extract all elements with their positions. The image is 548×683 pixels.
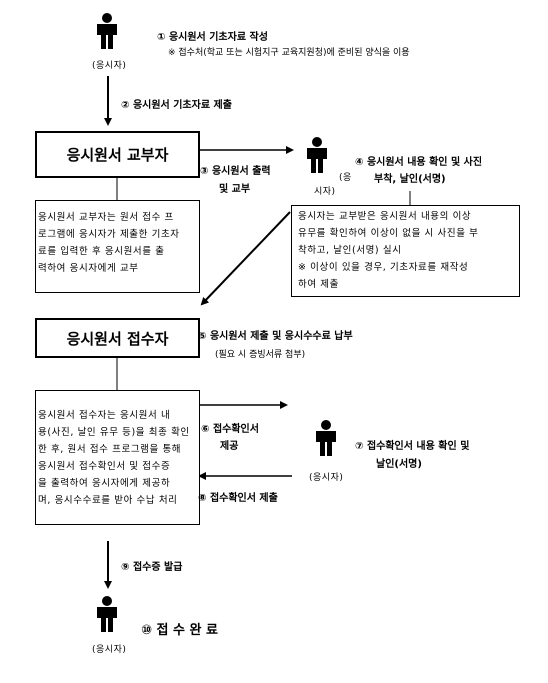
step10-label: ⑩ 접 수 완 료	[141, 623, 218, 638]
step5-label: ⑤ 응시원서 제출 및 응시수수료 납부	[198, 331, 353, 342]
applicant-check-box: 응시자는 교부받은 응시원서 내용의 이상 유무를 확인하여 이상이 없을 시 …	[291, 205, 520, 297]
step6-label-line1: ⑥ 접수확인서	[201, 424, 259, 435]
person-caption-bottom: 시자)	[314, 187, 336, 197]
step2-label: ② 응시원서 기초자료 제출	[121, 100, 232, 111]
step7-label-line1: ⑦ 접수확인서 내용 확인 및	[355, 441, 470, 452]
step8-label: ⑧ 접수확인서 제출	[198, 493, 278, 504]
receiver-title-box: 응시원서 접수자	[35, 318, 200, 358]
step5-note: (필요 시 증빙서류 첨부)	[215, 350, 306, 360]
person-icon	[316, 420, 336, 456]
person-icon	[307, 137, 327, 173]
step4-label-line2: 부착, 날인(서명)	[374, 174, 446, 185]
step3-label-line1: ③ 응시원서 출력	[200, 166, 271, 177]
step9-label: ⑨ 접수증 발급	[121, 562, 183, 573]
receiver-desc: 응시원서 접수자는 응시원서 내 용(사진, 날인 유무 등)을 최종 확인 한…	[38, 410, 190, 506]
arrow-step4-return	[200, 211, 291, 306]
step1-title: ① 응시원서 기초자료 작성	[157, 32, 268, 43]
step1-note: ※ 접수처(학교 또는 시험지구 교육지원청)에 준비된 양식을 이용	[168, 48, 410, 58]
person-caption: (응시자)	[92, 645, 127, 655]
issuer-title: 응시원서 교부자	[66, 146, 169, 164]
person-caption: (응시자)	[309, 473, 344, 483]
person-caption: (응시자)	[92, 61, 127, 71]
applicant-check-desc: 응시자는 교부받은 응시원서 내용의 이상 유무를 확인하여 이상이 없을 시 …	[298, 211, 479, 290]
step6-label-line2: 제공	[220, 441, 239, 452]
issuer-desc: 응시원서 교부자는 원서 접수 프 로그램에 응시자가 제출한 기초자 료를 입…	[38, 212, 180, 274]
person-icon	[97, 596, 117, 632]
issuer-desc-box: 응시원서 교부자는 원서 접수 프 로그램에 응시자가 제출한 기초자 료를 입…	[35, 200, 200, 293]
issuer-title-box: 응시원서 교부자	[35, 131, 200, 178]
person-icon	[97, 13, 117, 49]
receiver-desc-box: 응시원서 접수자는 응시원서 내 용(사진, 날인 유무 등)을 최종 확인 한…	[35, 390, 200, 525]
step7-label-line2: 날인(서명)	[376, 459, 422, 470]
step4-label-line1: ④ 응시원서 내용 확인 및 사진	[355, 157, 483, 168]
step3-label-line2: 및 교부	[219, 184, 251, 195]
receiver-title: 응시원서 접수자	[66, 329, 169, 348]
person-caption-left: (응	[339, 173, 352, 183]
